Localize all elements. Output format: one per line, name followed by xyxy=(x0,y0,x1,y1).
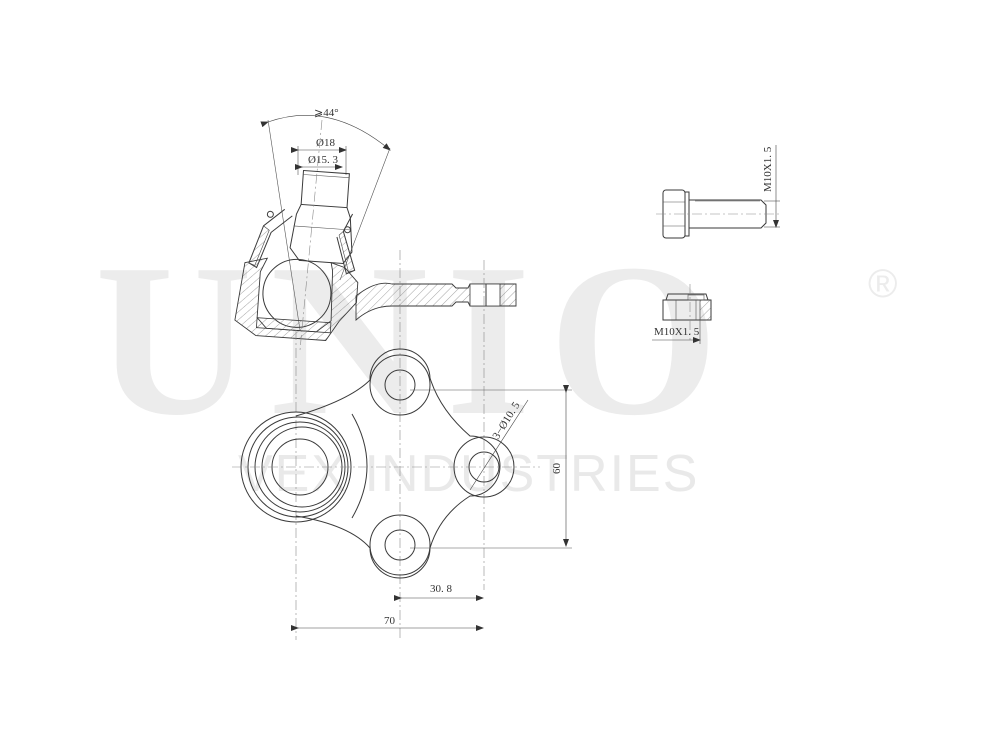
angle-label: ⩾44° xyxy=(314,107,339,119)
top-view: 3−Ø10. 5 60 30. 8 70 xyxy=(232,348,572,631)
nut-view: M10X1. 5 xyxy=(652,284,712,344)
nut-thread-label: M10X1. 5 xyxy=(654,326,700,338)
bolt-view: M10X1. 5 xyxy=(656,145,780,239)
diameter-15-3-label: Ø15. 3 xyxy=(308,154,338,166)
dim-60-label: 60 xyxy=(551,463,563,475)
dim-30-8-label: 30. 8 xyxy=(430,583,453,595)
section-view: ⩾44° Ø18 Ø15. 3 xyxy=(234,107,517,640)
diameter-18-label: Ø18 xyxy=(316,137,335,149)
dim-70-label: 70 xyxy=(384,615,396,627)
holes-label: 3−Ø10. 5 xyxy=(490,399,523,441)
bolt-thread-label: M10X1. 5 xyxy=(762,146,774,192)
